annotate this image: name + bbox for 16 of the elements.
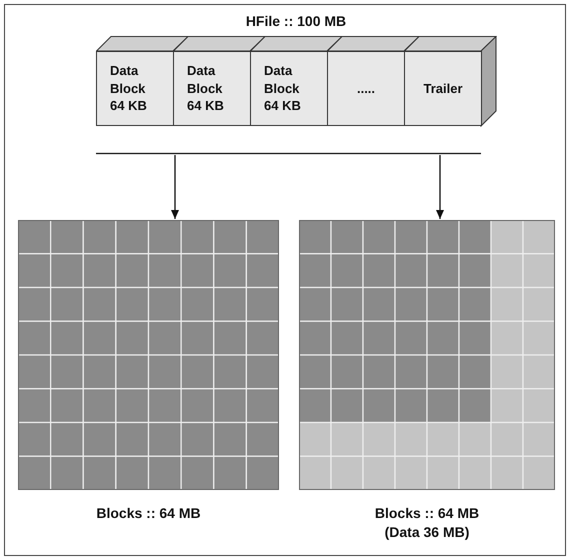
block-face	[327, 51, 405, 126]
grid-caption: Blocks :: 64 MB	[374, 504, 480, 523]
block-label: Data Block 64 KB	[110, 62, 148, 115]
block-face	[96, 51, 174, 126]
arrow	[171, 155, 179, 219]
block-face	[173, 51, 251, 126]
grid-caption: Blocks :: 64 MB	[95, 504, 202, 523]
file-heading: HFile :: 100 MB	[244, 13, 348, 29]
block-label: Data Block 64 KB	[187, 62, 225, 115]
block-face	[250, 51, 328, 126]
grid-caption: (Data 36 MB)	[384, 522, 470, 542]
block-label: .....	[356, 80, 376, 98]
block-label: Data Block 64 KB	[264, 62, 302, 115]
arrow	[436, 155, 444, 219]
block-face	[404, 51, 482, 126]
block-label: Trailer	[423, 80, 463, 98]
